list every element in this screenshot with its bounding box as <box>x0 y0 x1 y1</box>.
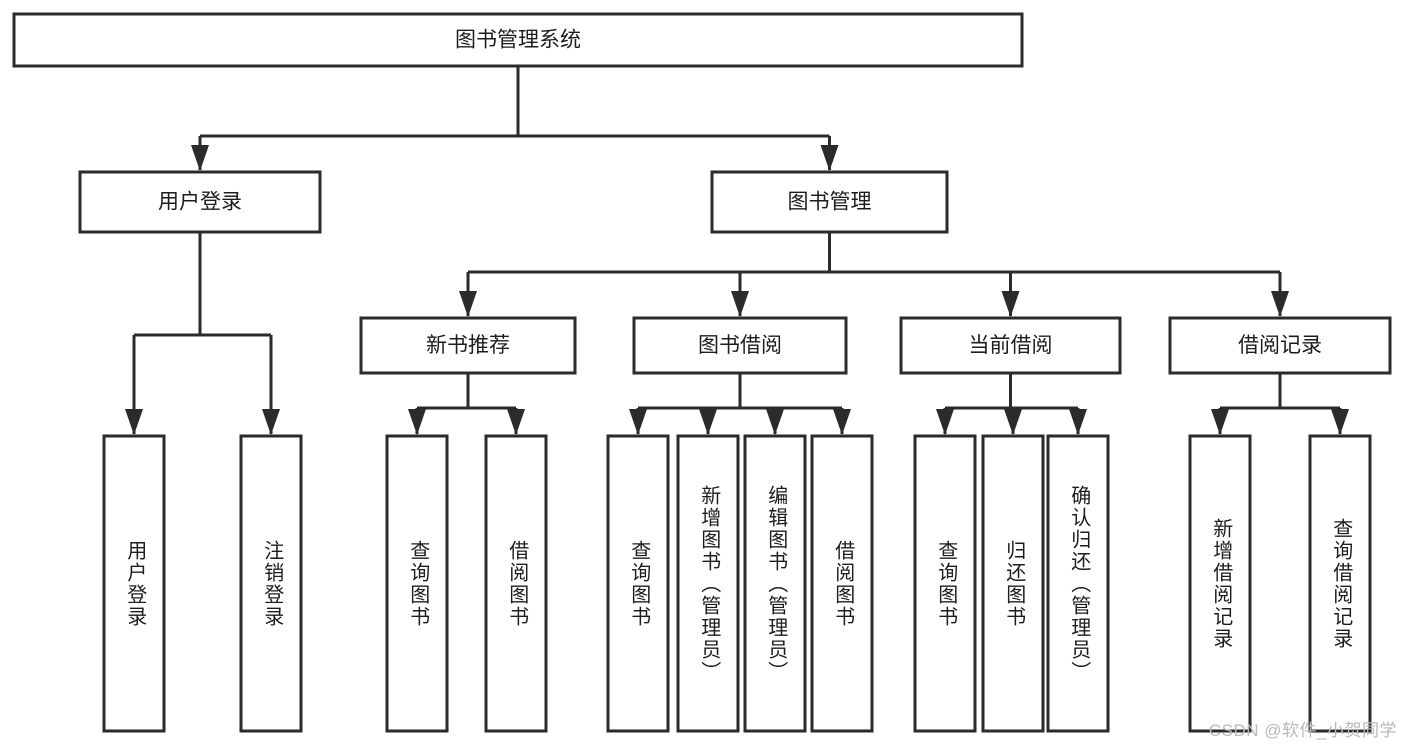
node-book-manage-box[interactable] <box>710 170 949 234</box>
node-leaf-return-book-box[interactable] <box>981 434 1045 733</box>
arrow-head-icon <box>766 409 784 435</box>
node-user-login-box[interactable] <box>78 170 322 234</box>
node-leaf-query-record-box[interactable] <box>1308 434 1372 733</box>
connector-layer <box>125 66 1349 435</box>
arrow-head-icon <box>1069 409 1087 435</box>
arrow-head-icon <box>629 409 647 435</box>
node-leaf-borrow-book-2-box[interactable] <box>810 434 874 733</box>
arrow-head-icon <box>936 409 954 435</box>
node-leaf-query-book-1-box[interactable] <box>385 434 449 733</box>
arrow-head-icon <box>1271 291 1289 317</box>
node-new-book-recommend-box[interactable] <box>359 316 577 375</box>
node-new-book-recommend-label: 新书推荐 <box>426 334 510 357</box>
node-root-label: 图书管理系统 <box>455 29 581 52</box>
arrow-head-icon <box>1004 409 1022 435</box>
node-leaf-add-record-box[interactable] <box>1188 434 1252 733</box>
watermark-text: CSDN @软件_小贺同学 <box>1208 721 1397 740</box>
node-current-borrow-label: 当前借阅 <box>969 334 1053 357</box>
arrow-head-icon <box>1211 409 1229 435</box>
arrow-head-icon <box>699 409 717 435</box>
node-leaf-confirm-return-box[interactable] <box>1046 434 1110 733</box>
node-user-login-label: 用户登录 <box>158 191 242 214</box>
node-borrow-record-box[interactable] <box>1168 316 1392 375</box>
node-leaf-edit-book-box[interactable] <box>743 434 807 733</box>
node-book-borrow-label: 图书借阅 <box>698 334 782 357</box>
arrow-head-icon <box>731 291 749 317</box>
node-borrow-record-label: 借阅记录 <box>1238 334 1322 357</box>
arrow-head-icon <box>1331 409 1349 435</box>
arrow-head-icon <box>125 409 143 435</box>
arrow-head-icon <box>408 409 426 435</box>
arrow-head-icon <box>820 145 839 171</box>
arrow-head-icon <box>191 145 209 171</box>
node-root-box[interactable] <box>12 12 1024 68</box>
node-book-borrow-box[interactable] <box>632 316 848 375</box>
node-leaf-borrow-book-1-box[interactable] <box>484 434 548 733</box>
node-book-manage-label: 图书管理 <box>788 191 872 214</box>
arrow-head-icon <box>459 291 477 317</box>
node-box-layer <box>12 12 1392 733</box>
node-leaf-logout-box[interactable] <box>239 434 303 733</box>
node-current-borrow-box[interactable] <box>899 316 1122 375</box>
arrow-head-icon <box>507 409 525 435</box>
node-leaf-user-login-box[interactable] <box>102 434 166 733</box>
arrow-head-icon <box>833 409 851 435</box>
node-leaf-add-book-box[interactable] <box>676 434 740 733</box>
arrow-head-icon <box>262 409 280 435</box>
node-leaf-query-book-2-box[interactable] <box>606 434 670 733</box>
node-leaf-query-book-3-box[interactable] <box>913 434 977 733</box>
arrow-head-icon <box>1001 291 1020 317</box>
